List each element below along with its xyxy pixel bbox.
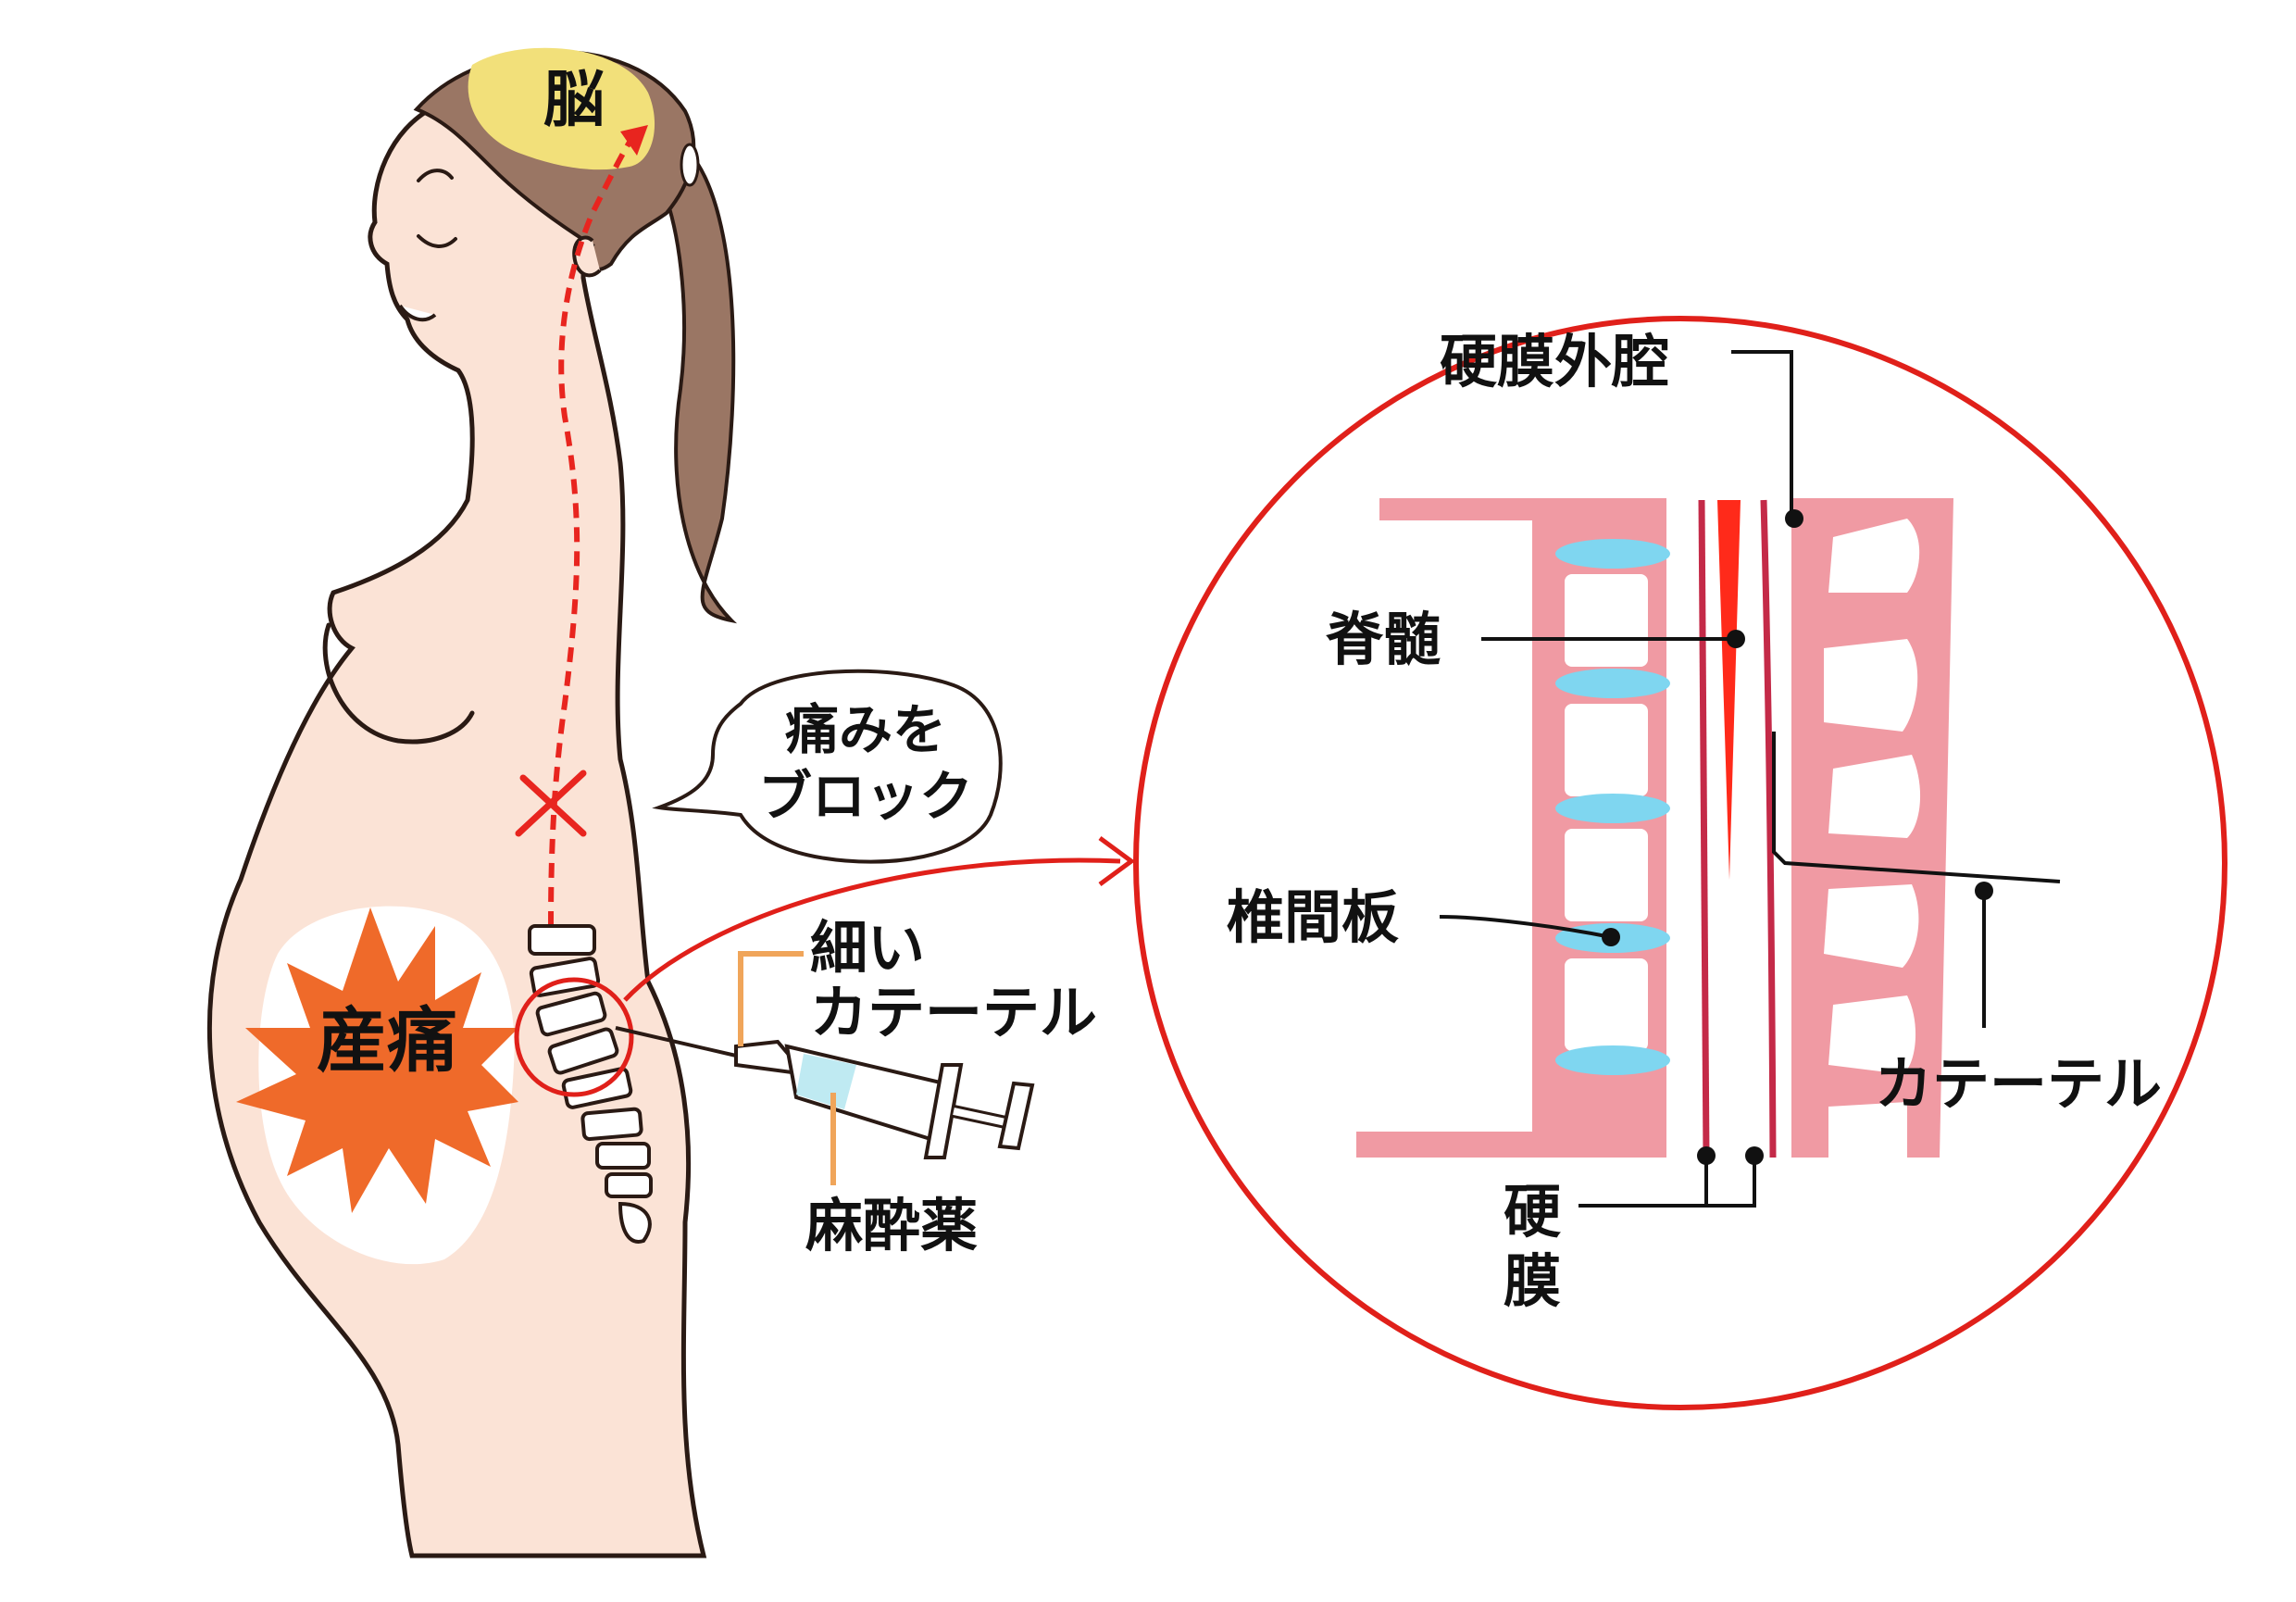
disc-leader xyxy=(1439,915,1612,939)
vertebra xyxy=(528,924,596,956)
disc xyxy=(1555,1045,1670,1075)
zoom-leader-dots xyxy=(1602,509,1993,1165)
plunger-cap xyxy=(997,1081,1035,1151)
disc xyxy=(1555,539,1670,569)
speech-line2: ブロック xyxy=(758,765,973,828)
zoom-leaders xyxy=(1439,350,1986,1208)
breast xyxy=(322,622,475,745)
disc xyxy=(1555,794,1670,823)
brain-label: 脳 xyxy=(543,64,605,135)
lumbar-spine xyxy=(528,924,653,1244)
dura-leader xyxy=(1578,1158,1708,1208)
anesthetic-fluid xyxy=(796,1054,856,1109)
intervertebral-disc-label: 椎間板 xyxy=(1227,883,1399,951)
labor-pain-burst: 産痛 xyxy=(236,907,518,1213)
thin-catheter-label-line1: 細い xyxy=(810,914,925,982)
pain-starburst xyxy=(236,907,518,1213)
epidural-leader xyxy=(1731,350,1793,519)
catheter-line xyxy=(1772,732,2061,883)
spinous-gaps xyxy=(1824,519,1921,1158)
coccyx xyxy=(618,1201,652,1244)
mouth xyxy=(398,304,437,322)
zoom-connector xyxy=(623,835,1136,1002)
body-silhouette xyxy=(206,65,707,1558)
hair-tie xyxy=(680,143,700,187)
syringe-flange xyxy=(923,1063,964,1159)
zoom-arrow-curve xyxy=(623,857,1121,1002)
vertebral-bottom xyxy=(1356,1132,1565,1158)
anesthetic-label: 麻酔薬 xyxy=(805,1192,978,1259)
brain-region xyxy=(468,47,655,170)
syringe-needle xyxy=(615,1026,737,1058)
vertebra-bodies-light xyxy=(1565,574,1648,1051)
pain-pathway xyxy=(515,125,648,927)
dura-dot-left xyxy=(1697,1146,1716,1165)
vertebral-top xyxy=(1379,498,1565,520)
nerve-path-arrowhead xyxy=(620,125,648,156)
nerve-path-dashed xyxy=(548,137,634,927)
eyebrow xyxy=(417,169,454,182)
speech-bubble-shape xyxy=(652,669,1003,864)
disc-dot xyxy=(1602,928,1620,946)
labor-pain-label: 産痛 xyxy=(317,999,457,1082)
intervertebral-discs xyxy=(1555,539,1670,1075)
dura-leader-right xyxy=(1706,1158,1756,1208)
speech-bubble: 痛みを ブロック xyxy=(652,669,1003,864)
catheter-dot xyxy=(1975,882,1993,900)
zoom-arrowhead xyxy=(1098,835,1136,887)
dura-mater-label-line2: 膜 xyxy=(1504,1247,1561,1315)
speech-line1: 痛みを xyxy=(785,698,946,761)
spinal-cord-label: 脊髄 xyxy=(1326,606,1441,673)
zoom-detail xyxy=(1356,498,2061,1158)
syringe xyxy=(615,1026,1035,1159)
spine-callout-ring xyxy=(514,977,634,1097)
ponytail xyxy=(664,149,738,624)
block-mark-x xyxy=(515,770,587,837)
vertebra xyxy=(547,1027,619,1075)
vertebra xyxy=(535,991,607,1037)
zoom-ring xyxy=(1133,316,2227,1410)
dura-dot-right xyxy=(1745,1146,1764,1165)
vertebra xyxy=(595,1142,651,1170)
woman-figure xyxy=(206,47,738,1558)
epidural-dot xyxy=(1785,509,1803,528)
disc xyxy=(1555,669,1670,698)
spinal-cord-dot xyxy=(1727,630,1745,648)
closed-eye xyxy=(417,234,457,248)
catheter-label: カテーテル xyxy=(1875,1050,2162,1118)
dura-line-right xyxy=(1760,499,1777,1158)
dura-line-left xyxy=(1698,499,1710,1158)
thin-catheter-label-line2: カテーテル xyxy=(810,979,1097,1046)
vertebra xyxy=(580,1107,643,1142)
vertebra xyxy=(605,1172,653,1198)
dura-mater-label-line1: 硬 xyxy=(1504,1178,1561,1245)
spinal-cord xyxy=(1717,500,1741,880)
thin-catheter-leader xyxy=(738,951,804,1046)
epidural-space-label: 硬膜外腔 xyxy=(1440,328,1669,395)
